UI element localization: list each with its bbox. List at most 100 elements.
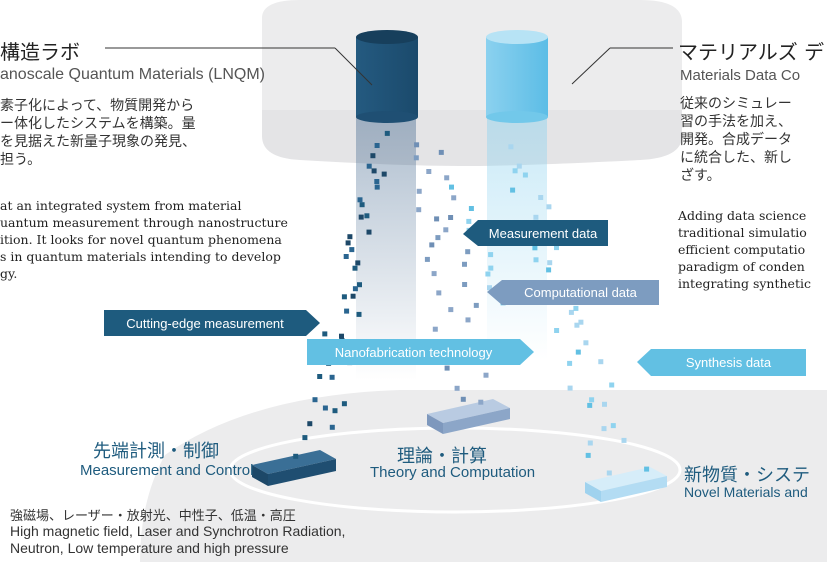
tag-measurement-data-shape — [463, 220, 608, 246]
data-particle — [352, 286, 358, 292]
right-title-en: Materials Data Co — [680, 67, 801, 84]
data-particle — [435, 235, 441, 241]
data-particle — [610, 423, 616, 429]
data-particle — [583, 340, 589, 346]
data-particle — [413, 155, 419, 161]
bottom-plate — [140, 390, 827, 562]
left-desc-en-3: ition. It looks for novel quantum phenom… — [0, 232, 282, 247]
data-particle — [483, 372, 489, 378]
left-desc-en-4: s in quantum materials intending to deve… — [0, 249, 281, 264]
data-particle — [598, 359, 604, 365]
data-particle — [358, 214, 364, 220]
leader-line-right-diag — [571, 47, 611, 85]
data-particle — [302, 435, 308, 441]
data-particle — [344, 308, 350, 314]
data-particle — [438, 149, 444, 155]
data-particle — [488, 252, 494, 258]
data-particle — [468, 206, 474, 211]
data-particle — [488, 265, 494, 271]
tag-cutting-edge-measurement: Cutting-edge measurement — [126, 315, 284, 331]
data-particle — [374, 143, 380, 148]
left-desc-jp-1: 素子化によって、物質開発から — [0, 98, 195, 114]
data-particle — [341, 401, 347, 407]
data-particle — [573, 305, 579, 311]
data-particle — [533, 257, 539, 263]
data-particle — [485, 271, 491, 277]
data-particle — [416, 188, 422, 194]
left-desc-en-1: at an integrated system from material — [0, 198, 242, 213]
data-particle — [312, 397, 318, 403]
data-particle — [414, 142, 420, 148]
data-particle — [466, 218, 472, 224]
left-desc-jp-2: ー体化したシステムを構築。量 — [0, 116, 196, 132]
data-particle — [349, 247, 355, 253]
data-particle — [355, 260, 361, 266]
block-measurement — [252, 450, 336, 486]
data-particle — [587, 440, 593, 446]
data-particle — [575, 349, 581, 355]
cylinder-light — [486, 30, 548, 123]
data-particle — [359, 202, 365, 208]
data-particle — [621, 437, 627, 443]
data-particle — [366, 163, 372, 169]
data-particle — [478, 399, 484, 405]
data-particle — [589, 397, 595, 403]
top-plate-front — [262, 110, 682, 166]
data-particle — [567, 360, 573, 366]
data-particle — [532, 245, 538, 251]
tag-nanofabrication-shape — [307, 339, 534, 365]
data-particle — [443, 227, 449, 233]
data-particle — [307, 421, 313, 427]
tag-synthesis-data-shape — [637, 349, 806, 376]
left-title-jp: 構造ラボ — [0, 40, 80, 64]
right-desc-jp-2: 習の手法を加え、 — [680, 114, 792, 130]
data-particle — [601, 426, 607, 432]
footer-en-1: High magnetic field, Laser and Synchrotr… — [10, 523, 346, 539]
data-particle — [451, 195, 457, 201]
novel-label-jp: 新物質・システ — [684, 465, 810, 486]
data-particle — [568, 309, 574, 315]
data-particle — [546, 204, 552, 210]
data-particle — [516, 163, 522, 169]
data-particle — [374, 179, 380, 184]
data-particle — [567, 385, 573, 391]
data-particle — [508, 144, 514, 150]
data-particle — [424, 256, 430, 262]
data-particle — [460, 396, 466, 402]
data-particle — [585, 452, 591, 458]
data-particle — [434, 216, 440, 222]
data-particle — [332, 408, 338, 414]
measurement-label-en: Measurement and Control — [80, 462, 254, 479]
data-particle — [356, 311, 362, 317]
data-particle — [429, 242, 435, 248]
data-particle — [329, 424, 335, 430]
data-particle — [444, 175, 450, 181]
right-desc-jp-5: ざす。 — [680, 168, 721, 184]
theory-label-en: Theory and Computation — [370, 464, 536, 481]
data-particle — [352, 265, 358, 271]
data-particle — [322, 405, 328, 411]
data-particle — [454, 385, 460, 391]
data-particle — [384, 130, 390, 136]
data-particle — [546, 267, 552, 273]
footer-jp: 強磁場、レーザー・放射光、中性子、低温・高圧 — [10, 509, 296, 524]
data-particle — [339, 333, 344, 339]
right-desc-jp-4: に統合した、新し — [680, 150, 792, 166]
data-particle — [547, 260, 553, 266]
data-particle — [343, 254, 349, 259]
data-particle — [416, 207, 422, 213]
block-novel — [585, 467, 667, 502]
data-particle — [444, 365, 450, 371]
data-particle — [574, 322, 580, 328]
data-particle — [487, 285, 492, 291]
data-particle — [371, 168, 377, 174]
left-desc-en-5: gy. — [0, 266, 18, 281]
block-theory — [427, 399, 510, 434]
right-desc-en-2: traditional simulatio — [678, 225, 807, 240]
data-particle — [350, 293, 356, 299]
leader-line-left-diag — [334, 47, 373, 86]
data-particle — [606, 470, 612, 476]
data-particle — [462, 282, 468, 287]
